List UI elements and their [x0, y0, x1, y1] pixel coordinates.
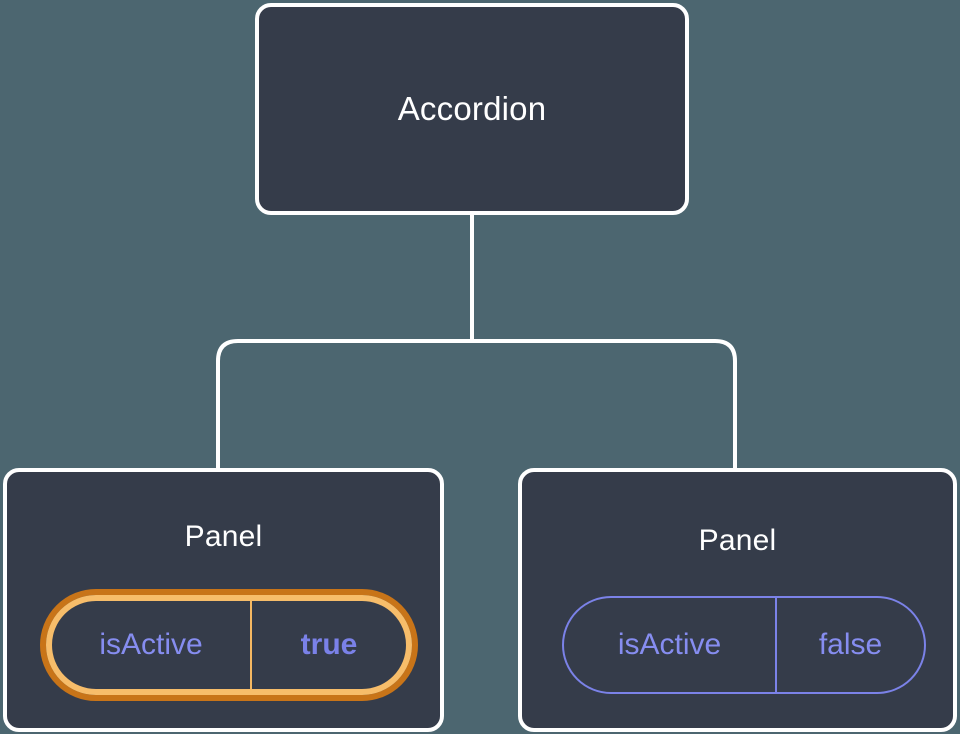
node-accordion-title: Accordion [397, 90, 547, 127]
prop-key-label: isActive [564, 598, 777, 692]
node-panel-active-title: Panel [184, 520, 263, 553]
prop-value-label: false [818, 628, 883, 661]
node-panel-active[interactable]: Panel isActive true [3, 468, 444, 732]
node-panel-inactive[interactable]: Panel isActive false [518, 468, 957, 732]
prop-pill-inner-ring: isActive true [46, 595, 412, 695]
node-panel-inactive-title: Panel [698, 524, 777, 557]
prop-pill-is-active-true[interactable]: isActive true [40, 589, 418, 701]
prop-pill-is-active-false[interactable]: isActive false [562, 596, 926, 694]
node-accordion[interactable]: Accordion [255, 3, 689, 215]
connector-branch-right [472, 339, 737, 470]
prop-key-label: isActive [52, 601, 252, 689]
connector-branch-left [216, 339, 472, 470]
prop-value-label: true [300, 628, 358, 661]
